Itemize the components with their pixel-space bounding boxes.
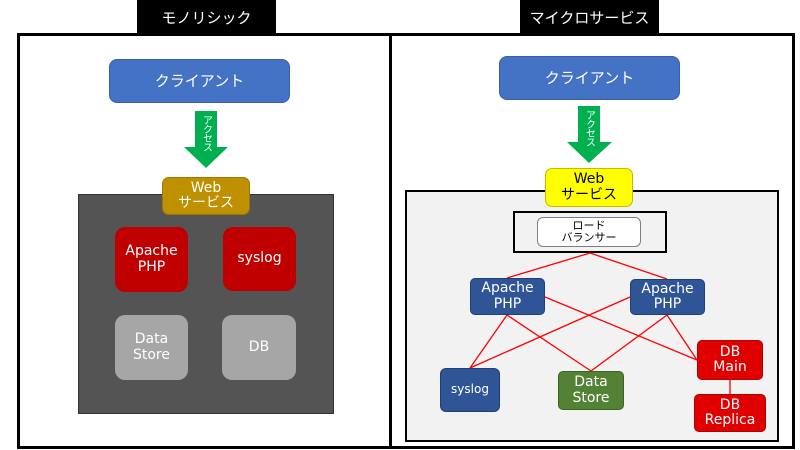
monolith-apache-php-node: Apache PHP [115, 227, 188, 292]
monolith-client-node: クライアント [109, 59, 290, 103]
frame-bottom-line [17, 446, 795, 449]
micro-db-replica-node: DB Replica [694, 394, 766, 432]
micro-client-node: クライアント [499, 56, 680, 100]
connector-apache1-datastore [506, 314, 592, 372]
connector-lb-apache1 [506, 252, 591, 279]
microservices-title: マイクロサービス [520, 0, 659, 35]
monolith-access-arrow: アクセス [184, 111, 228, 168]
micro-web-service-node: Web サービス [545, 168, 633, 207]
micro-db-main-node: DB Main [697, 340, 763, 380]
down-arrow-icon [567, 106, 612, 163]
micro-data-store-node: Data Store [558, 371, 624, 410]
monolith-access-label: アクセス [200, 115, 212, 151]
frame-left-line [17, 33, 20, 449]
monolith-data-store-node: Data Store [115, 315, 188, 380]
frame-right-line [792, 33, 795, 449]
connector-lb-apache2 [589, 252, 668, 280]
monolith-title: モノリシック [137, 0, 276, 35]
frame-top-line [17, 33, 795, 36]
micro-apache-php-node-1: Apache PHP [470, 278, 545, 315]
micro-access-arrow: アクセス [567, 106, 612, 163]
frame-divider-line [389, 33, 392, 449]
micro-apache-php-node-2: Apache PHP [630, 279, 705, 315]
monolith-syslog-node: syslog [223, 227, 296, 291]
load-balancer-node: ロード バランサー [537, 217, 641, 247]
down-arrow-icon [184, 111, 228, 168]
connector-apache2-syslog [469, 296, 631, 369]
connector-apache1-syslog [469, 314, 508, 369]
monolith-db-node: DB [222, 315, 296, 380]
connector-apache2-dbmain [666, 314, 698, 361]
micro-access-label: アクセス [583, 110, 595, 146]
micro-syslog-node: syslog [440, 368, 500, 412]
monolith-web-service-node: Web サービス [162, 177, 250, 215]
connector-apache1-dbmain [544, 296, 698, 361]
connector-apache2-datastore [590, 314, 668, 372]
